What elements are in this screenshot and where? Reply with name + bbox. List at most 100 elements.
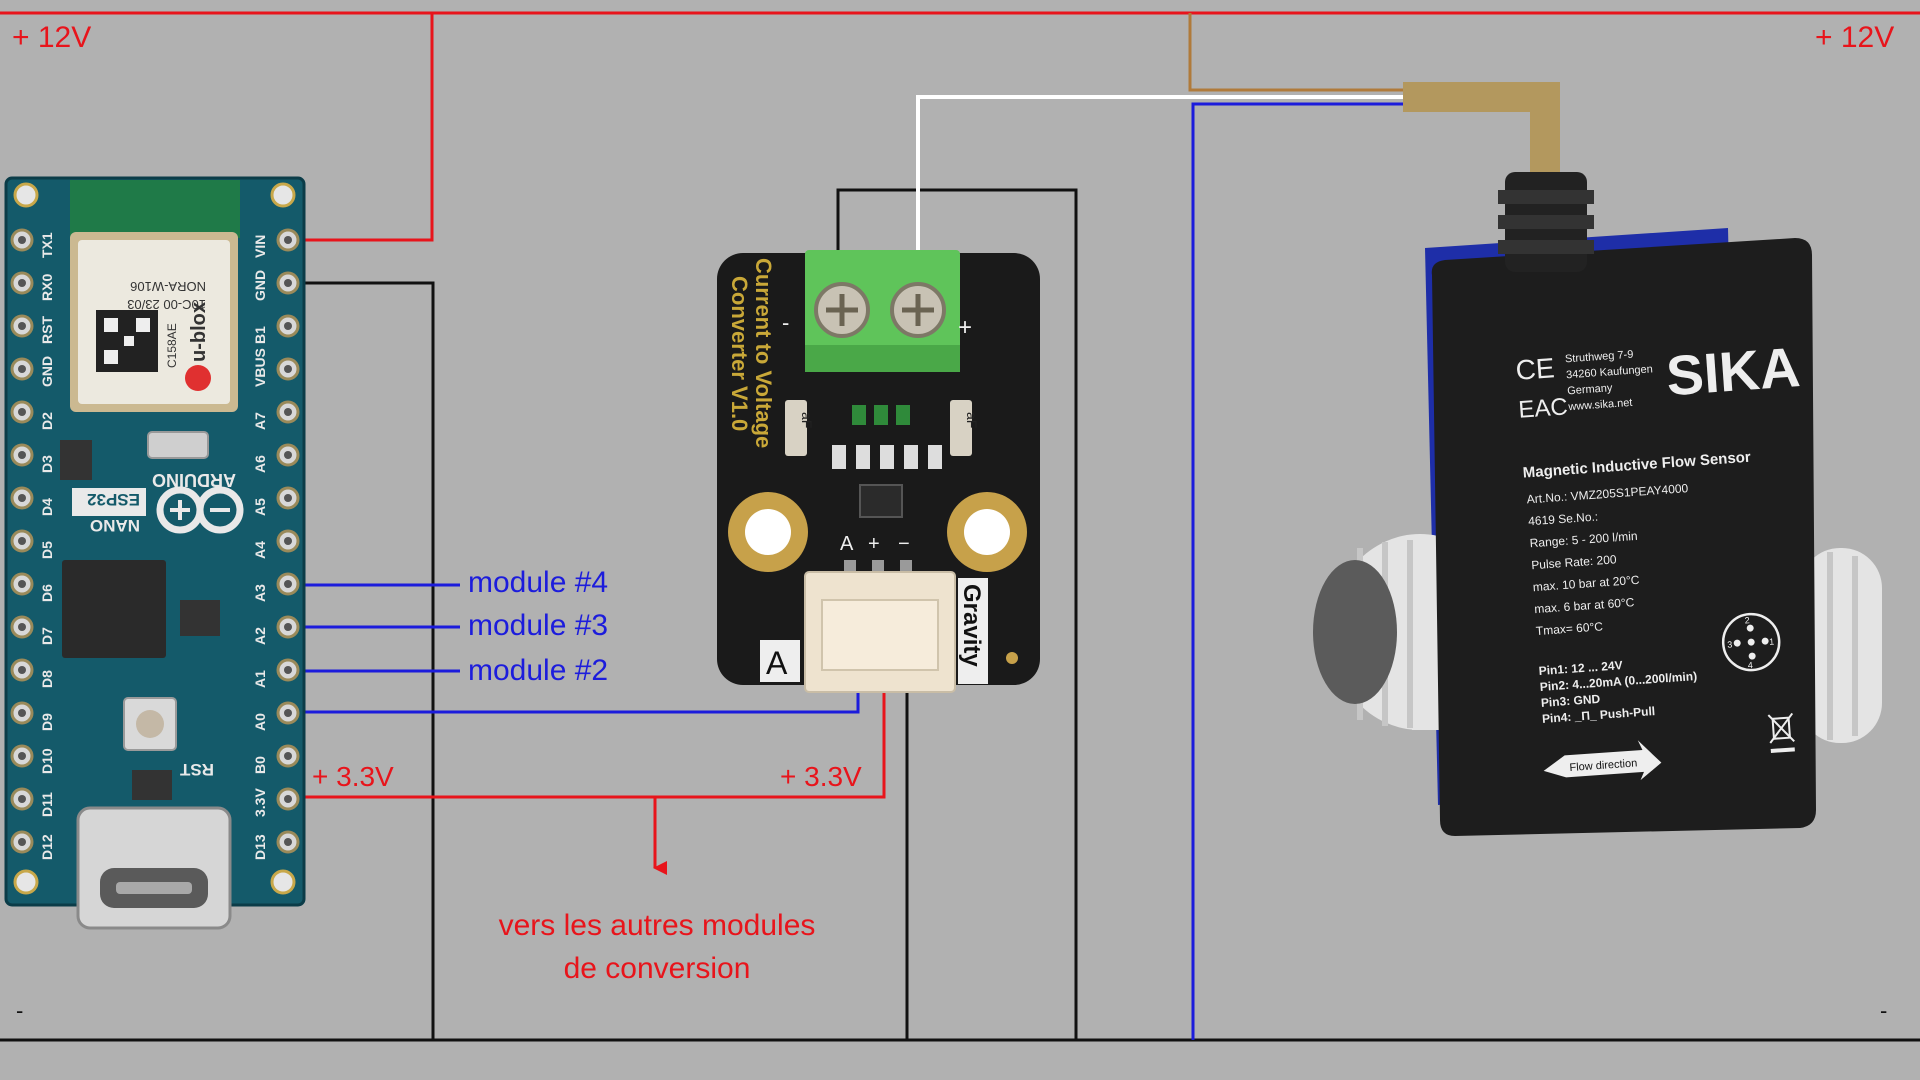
nano-mount-hole <box>13 182 39 208</box>
converter-ic <box>859 484 903 518</box>
pin-label-left: D7 <box>39 627 55 645</box>
nano-crystal <box>147 431 209 459</box>
wire-sensor-brown <box>1188 13 1403 92</box>
pin-label-left: D11 <box>39 792 55 817</box>
pin-label-right: A3 <box>252 584 268 602</box>
nano-ic <box>132 770 172 800</box>
sensor-eac-mark: EAC <box>1518 393 1569 423</box>
pin-label-right: 3.3V <box>252 788 268 817</box>
pin-label-right: A0 <box>252 713 268 731</box>
wire-3v3 <box>288 690 886 799</box>
pin-label-left: RX0 <box>39 274 55 301</box>
pin-label-right: D13 <box>252 834 268 860</box>
connector-pinout-icon: 2 1 4 3 <box>1721 612 1781 672</box>
pin-label-left: D10 <box>39 748 55 774</box>
pin-label-right: A7 <box>252 412 268 430</box>
esp32-chip <box>62 560 166 658</box>
current-voltage-converter: - + Current to Voltage Converter V1.0 aF… <box>717 250 1040 693</box>
connector-pin-3: 3 <box>1727 639 1733 649</box>
wire-vin <box>288 13 434 242</box>
pin-label-left: D8 <box>39 670 55 688</box>
pin-label-right: A1 <box>252 670 268 688</box>
pin-minus-label: − <box>898 533 910 555</box>
sensor-address-3: Germany <box>1567 382 1613 397</box>
sensor-pin-line: Pin1: 12 ... 24V <box>1538 658 1623 678</box>
label-12v-right: + 12V <box>1815 21 1894 54</box>
pin-label-right: VBUS <box>252 348 268 387</box>
capacitor <box>950 400 972 456</box>
nano-chip: ESP32 <box>87 490 140 509</box>
arduino-nano-esp32: u-blox NORA-W106 10C-00 23/03 C158AE ARD… <box>4 176 306 930</box>
label-3v3-left: + 3.3V <box>312 761 394 792</box>
nano-mount-hole <box>13 869 39 895</box>
pin-label-right: A5 <box>252 498 268 516</box>
wires <box>0 11 1920 1042</box>
wire-sensor-blue <box>1191 102 1403 1040</box>
terminal-block <box>805 250 960 372</box>
label-other-modules-1: vers les autres modules <box>499 909 816 942</box>
pin-label-right: A6 <box>252 455 268 473</box>
label-3v3-right: + 3.3V <box>780 761 862 792</box>
label-module4: module #4 <box>468 566 608 599</box>
ublox-logo-icon <box>185 365 211 391</box>
sensor-address-4: www.sika.net <box>1567 397 1633 414</box>
weee-disposal-icon <box>1767 712 1795 753</box>
flow-direction-label: Flow direction <box>1569 757 1638 774</box>
terminal-minus-label: - <box>782 310 789 335</box>
label-other-modules-2: de conversion <box>564 952 751 985</box>
wire-nano-gnd <box>288 281 435 1040</box>
connector-pin-4: 4 <box>1747 660 1753 670</box>
nano-rst-label: RST <box>179 760 214 779</box>
pin-label-right: GND <box>252 270 268 301</box>
pin-plus-label: + <box>868 533 880 555</box>
ublox-brand: u-blox <box>188 302 210 362</box>
sensor-brand: SIKA <box>1664 335 1802 407</box>
nano-ic <box>180 600 220 636</box>
nano-model: NANO <box>90 516 140 535</box>
sika-flow-sensor: CE EAC Struthweg 7-9 34260 Kaufungen Ger… <box>1313 82 1882 836</box>
annotations: + 12V + 12V - - module #4 module #3 modu… <box>12 21 1894 1023</box>
pin-label-left: RST <box>39 316 55 344</box>
pin-label-right: B1 <box>252 326 268 344</box>
pin-label-left: D12 <box>39 834 55 860</box>
pin-label-left: D6 <box>39 584 55 602</box>
nano-brand: ARDUINO <box>152 470 236 490</box>
pin-label-left: D3 <box>39 455 55 473</box>
label-minus-left: - <box>16 998 23 1023</box>
pin-label-left: D4 <box>39 498 55 516</box>
nano-mount-hole <box>270 869 296 895</box>
label-module2: module #2 <box>468 654 608 687</box>
nano-header-right <box>276 228 300 854</box>
wire-a0 <box>288 690 860 714</box>
converter-title-line1: Current to Voltage <box>751 258 776 448</box>
converter-type-letter: A <box>766 645 788 681</box>
sensor-pin-line: Pin3: GND <box>1540 692 1601 710</box>
converter-brand: Gravity <box>958 584 985 667</box>
capacitor <box>785 400 807 456</box>
flow-direction-arrow <box>1543 740 1662 781</box>
pin-label-left: D9 <box>39 713 55 731</box>
terminal-plus-label: + <box>958 314 972 341</box>
ublox-code: 10C-00 23/03 <box>127 297 206 312</box>
sensor-spec-line: max. 6 bar at 60°C <box>1534 595 1635 616</box>
pin-label-left: D2 <box>39 412 55 430</box>
sensor-ce-mark: CE <box>1515 352 1556 386</box>
connector-pin-2: 2 <box>1744 615 1750 625</box>
nano-header-left <box>10 228 34 854</box>
label-12v-left: + 12V <box>12 21 91 54</box>
label-minus-right: - <box>1880 998 1887 1023</box>
pin-label-right: VIN <box>252 235 268 258</box>
arduino-logo-icon <box>156 486 244 534</box>
sensor-spec-line: Pulse Rate: 200 <box>1531 552 1617 572</box>
sensor-address-1: Struthweg 7-9 <box>1565 349 1634 366</box>
wire-signal-white <box>916 95 1403 290</box>
wire-loop-minus <box>836 188 1078 1040</box>
ublox-antenna <box>70 180 240 238</box>
ublox-id: C158AE <box>165 323 179 368</box>
nano-mount-hole <box>270 182 296 208</box>
sensor-body <box>1431 238 1816 836</box>
pin-label-left: GND <box>39 356 55 387</box>
